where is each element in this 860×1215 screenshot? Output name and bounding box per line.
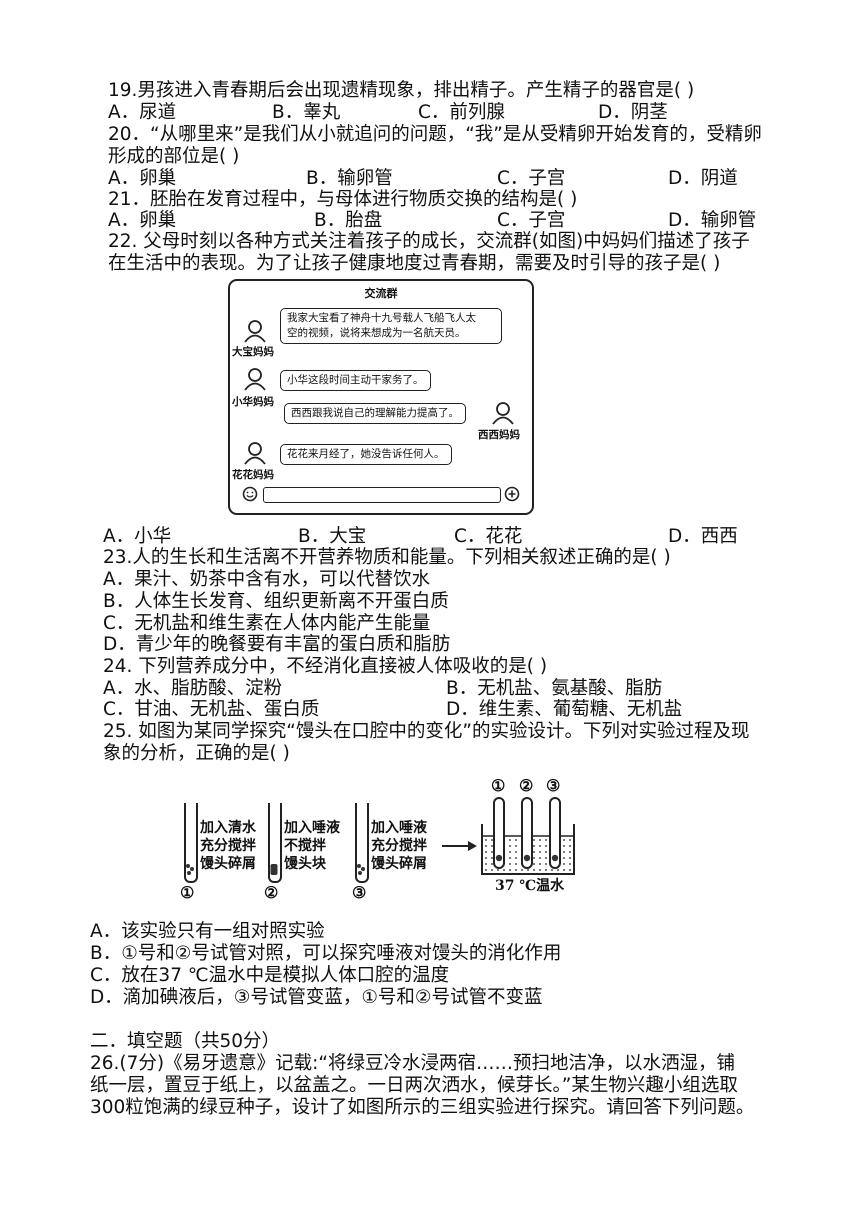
q21-option-c: C．子宫 bbox=[497, 210, 566, 231]
chat-input-bar bbox=[263, 487, 501, 503]
water-bath-beaker bbox=[481, 797, 575, 875]
chat-name-2: 小华妈妈 bbox=[232, 396, 274, 408]
chat-bubble-4: 花花来月经了，她没告诉任何人。 bbox=[280, 444, 452, 465]
bread-block-icon bbox=[270, 864, 278, 875]
section-heading: 二．填空题（共50分） bbox=[90, 1031, 281, 1052]
q25-option-b: B．①号和②号试管对照，可以探究唾液对馒头的消化作用 bbox=[90, 943, 562, 964]
test-tube-2 bbox=[268, 803, 282, 883]
chat-name-3: 西西妈妈 bbox=[478, 429, 520, 441]
q23-stem: 23.人的生长和生活离不开营养物质和能量。下列相关叙述正确的是( ) bbox=[103, 547, 671, 568]
chat-bubble-3: 西西跟我说自己的理解能力提高了。 bbox=[284, 403, 466, 424]
q24-stem: 24. 下列营养成分中，不经消化直接被人体吸收的是( ) bbox=[103, 656, 548, 677]
bread-crumbs-icon bbox=[357, 864, 365, 875]
tube-3-label-3: 馒头碎屑 bbox=[371, 856, 427, 872]
q25-stem-line2: 象的分析，正确的是( ) bbox=[103, 743, 290, 764]
q20-option-a: A．卵巢 bbox=[108, 168, 177, 189]
tube-1-number: ① bbox=[180, 883, 195, 902]
q22-option-d: D．西西 bbox=[668, 526, 738, 547]
chat-name-4: 花花妈妈 bbox=[232, 469, 274, 481]
tube-3-label-2: 充分搅拌 bbox=[371, 838, 427, 854]
q21-option-a: A．卵巢 bbox=[108, 210, 177, 231]
q25-option-c: C．放在37 ℃温水中是模拟人体口腔的温度 bbox=[90, 965, 450, 986]
chat-name-1: 大宝妈妈 bbox=[232, 346, 274, 358]
chat-text-4: 花花来月经了，她没告诉任何人。 bbox=[287, 448, 445, 460]
q23-option-c: C．无机盐和维生素在人体内能产生能量 bbox=[103, 613, 431, 634]
plus-icon bbox=[504, 486, 520, 502]
tube-2-label-3: 馒头块 bbox=[284, 856, 326, 872]
q22-option-a: A．小华 bbox=[103, 526, 172, 547]
q24-option-a: A．水、脂肪酸、淀粉 bbox=[103, 678, 283, 699]
q19-option-d: D．阴茎 bbox=[598, 102, 668, 123]
bath-number-2: ② bbox=[519, 776, 534, 795]
q20-option-b: B．输卵管 bbox=[306, 168, 393, 189]
test-tube-1 bbox=[184, 803, 198, 883]
q21-option-b: B．胎盘 bbox=[314, 210, 383, 231]
q23-option-b: B．人体生长发育、组织更新离不开蛋白质 bbox=[103, 591, 449, 612]
chat-text-1b: 空的视频，说将来想成为一名航天员。 bbox=[287, 327, 466, 339]
tube-1-label-1: 加入清水 bbox=[200, 820, 256, 836]
tube-1-label-2: 充分搅拌 bbox=[200, 838, 256, 854]
q19-option-c: C．前列腺 bbox=[418, 102, 505, 123]
tube-3-label-1: 加入唾液 bbox=[371, 820, 427, 836]
q24-option-d: D．维生素、葡萄糖、无机盐 bbox=[446, 699, 683, 720]
chat-bubble-1: 我家大宝看了神舟十九号载人飞船飞人太 空的视频，说将来想成为一名航天员。 bbox=[280, 308, 502, 344]
chat-text-1a: 我家大宝看了神舟十九号载人飞船飞人太 bbox=[287, 312, 476, 324]
q20-option-c: C．子宫 bbox=[497, 168, 566, 189]
bath-number-1: ① bbox=[491, 776, 506, 795]
q26-line3: 300粒饱满的绿豆种子，设计了如图所示的三组实验进行探究。请回答下列问题。 bbox=[90, 1097, 755, 1118]
tube-2-label-2: 不搅拌 bbox=[284, 838, 326, 854]
test-tube-3 bbox=[355, 803, 369, 883]
user-avatar-icon bbox=[244, 442, 266, 465]
user-avatar-icon bbox=[244, 368, 266, 391]
q26-line2: 纸一层，置豆于纸上，以盆盖之。一日两次洒水，候芽长。”某生物兴趣小组选取 bbox=[90, 1075, 738, 1096]
chat-title: 交流群 bbox=[364, 287, 398, 300]
q22-option-b: B．大宝 bbox=[298, 526, 367, 547]
bath-number-3: ③ bbox=[546, 776, 561, 795]
user-avatar-icon bbox=[244, 320, 266, 343]
user-avatar-icon bbox=[492, 402, 514, 425]
q25-stem-line1: 25. 如图为某同学探究“馒头在口腔中的变化”的实验设计。下列对实验过程及现 bbox=[103, 721, 750, 742]
tube-2-label-1: 加入唾液 bbox=[284, 820, 340, 836]
q25-option-a: A．该实验只有一组对照实验 bbox=[90, 921, 325, 942]
q20-option-d: D．阴道 bbox=[668, 168, 738, 189]
tube-3-number: ③ bbox=[352, 883, 367, 902]
q21-option-d: D．输卵管 bbox=[668, 210, 757, 231]
chat-text-3: 西西跟我说自己的理解能力提高了。 bbox=[291, 407, 459, 419]
q22-option-c: C．花花 bbox=[454, 526, 523, 547]
q19-option-b: B．睾丸 bbox=[272, 102, 341, 123]
chat-bubble-2: 小华这段时间主动干家务了。 bbox=[280, 370, 431, 391]
q23-option-a: A．果汁、奶茶中含有水，可以代替饮水 bbox=[103, 569, 431, 590]
emoji-icon bbox=[242, 486, 258, 502]
q23-option-d: D．青少年的晚餐要有丰富的蛋白质和脂肪 bbox=[103, 634, 451, 655]
water-bath-label: 37 ℃温水 bbox=[495, 878, 565, 894]
q19-option-a: A．尿道 bbox=[108, 102, 177, 123]
q22-stem-line1: 22. 父母时刻以各种方式关注着孩子的成长，交流群(如图)中妈妈们描述了孩子 bbox=[108, 231, 750, 252]
q20-stem-line2: 形成的部位是( ) bbox=[108, 146, 240, 167]
q25-option-d: D．滴加碘液后，③号试管变蓝，①号和②号试管不变蓝 bbox=[90, 987, 543, 1008]
chat-group-figure: 交流群 大宝妈妈 我家大宝看了神舟十九号载人飞船飞人太 空的视频，说将来想成为一… bbox=[228, 279, 534, 515]
q20-stem-line1: 20．“从哪里来”是我们从小就追问的问题，“我”是从受精卵开始发育的，受精卵 bbox=[108, 124, 762, 145]
q22-stem-line2: 在生活中的表现。为了让孩子健康地度过青春期，需要及时引导的孩子是( ) bbox=[108, 253, 721, 274]
arrow-right-icon bbox=[442, 841, 477, 851]
q24-option-c: C．甘油、无机盐、蛋白质 bbox=[103, 699, 320, 720]
bread-crumbs-icon bbox=[186, 864, 194, 875]
chat-text-2: 小华这段时间主动干家务了。 bbox=[287, 374, 424, 386]
q19-stem: 19.男孩进入青春期后会出现遗精现象，排出精子。产生精子的器官是( ) bbox=[108, 80, 695, 101]
q26-line1: 26.(7分)《易牙遗意》记载:“将绿豆冷水浸两宿……预扫地洁净，以水洒湿，铺 bbox=[90, 1053, 735, 1074]
tube-1-label-3: 馒头碎屑 bbox=[200, 856, 256, 872]
q21-stem: 21．胚胎在发育过程中，与母体进行物质交换的结构是( ) bbox=[108, 189, 578, 210]
q24-option-b: B．无机盐、氨基酸、脂肪 bbox=[446, 678, 663, 699]
tube-2-number: ② bbox=[264, 883, 279, 902]
